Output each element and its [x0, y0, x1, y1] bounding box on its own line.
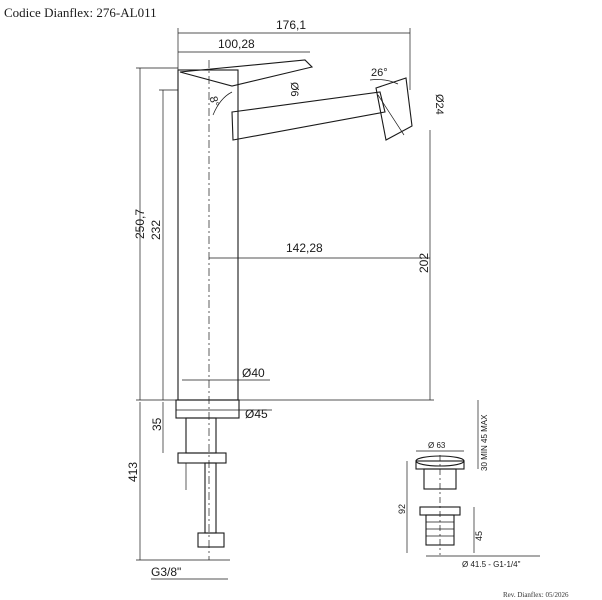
dim-connection: G3/8"	[151, 565, 181, 579]
fixing-nut	[177, 452, 227, 464]
lever-handle	[179, 59, 314, 87]
tap-body	[177, 69, 239, 401]
dim-overall-height: 250,7	[133, 209, 147, 239]
threaded-shank	[185, 417, 217, 454]
hose-connector	[197, 532, 225, 548]
dim-aerator-diameter: Ø24	[433, 94, 445, 115]
drain-drawing: Ø 63 30 MIN 45 MAX 92 45 Ø 41.5 - G1-1/4…	[397, 400, 540, 569]
dim-spout-height: 202	[417, 253, 431, 273]
dim-body-diameter: Ø40	[242, 366, 265, 380]
angle-arc	[369, 79, 399, 85]
revision-label: Rev. Dianflex: 05/2026	[503, 591, 569, 599]
dim-body-height: 232	[149, 220, 163, 240]
dim-lever-length: 100,28	[218, 37, 255, 51]
dim-base-diameter: Ø45	[245, 407, 268, 421]
dim-thread-spec: Ø 41.5 - G1-1/4"	[462, 560, 521, 569]
dim-drain-height: 92	[397, 504, 407, 514]
dim-hose-length: 413	[126, 462, 140, 482]
dim-drain-stroke: 30 MIN 45 MAX	[480, 414, 489, 471]
angle-arc	[212, 91, 233, 116]
dim-base-height: 35	[150, 417, 164, 431]
dim-handle-angle: 8°	[207, 95, 221, 108]
dim-cap-diameter: Ø 63	[428, 441, 446, 450]
tap-drawing: 176,1 100,28 Ø6 26° 8° Ø24 250,7 232 142…	[126, 18, 445, 580]
flexible-hose	[204, 462, 217, 534]
dim-lever-diameter: Ø6	[288, 82, 300, 97]
tap-base	[175, 399, 240, 419]
spout	[231, 91, 386, 141]
dim-spout-angle: 26°	[371, 67, 388, 79]
aerator-detail	[377, 94, 405, 136]
dim-overall-reach: 176,1	[276, 18, 306, 32]
dim-thread-height: 45	[474, 531, 484, 541]
product-code-label: Codice Dianflex: 276-AL011	[4, 5, 157, 20]
dim-spout-reach: 142,28	[286, 241, 323, 255]
aerator	[375, 77, 413, 141]
